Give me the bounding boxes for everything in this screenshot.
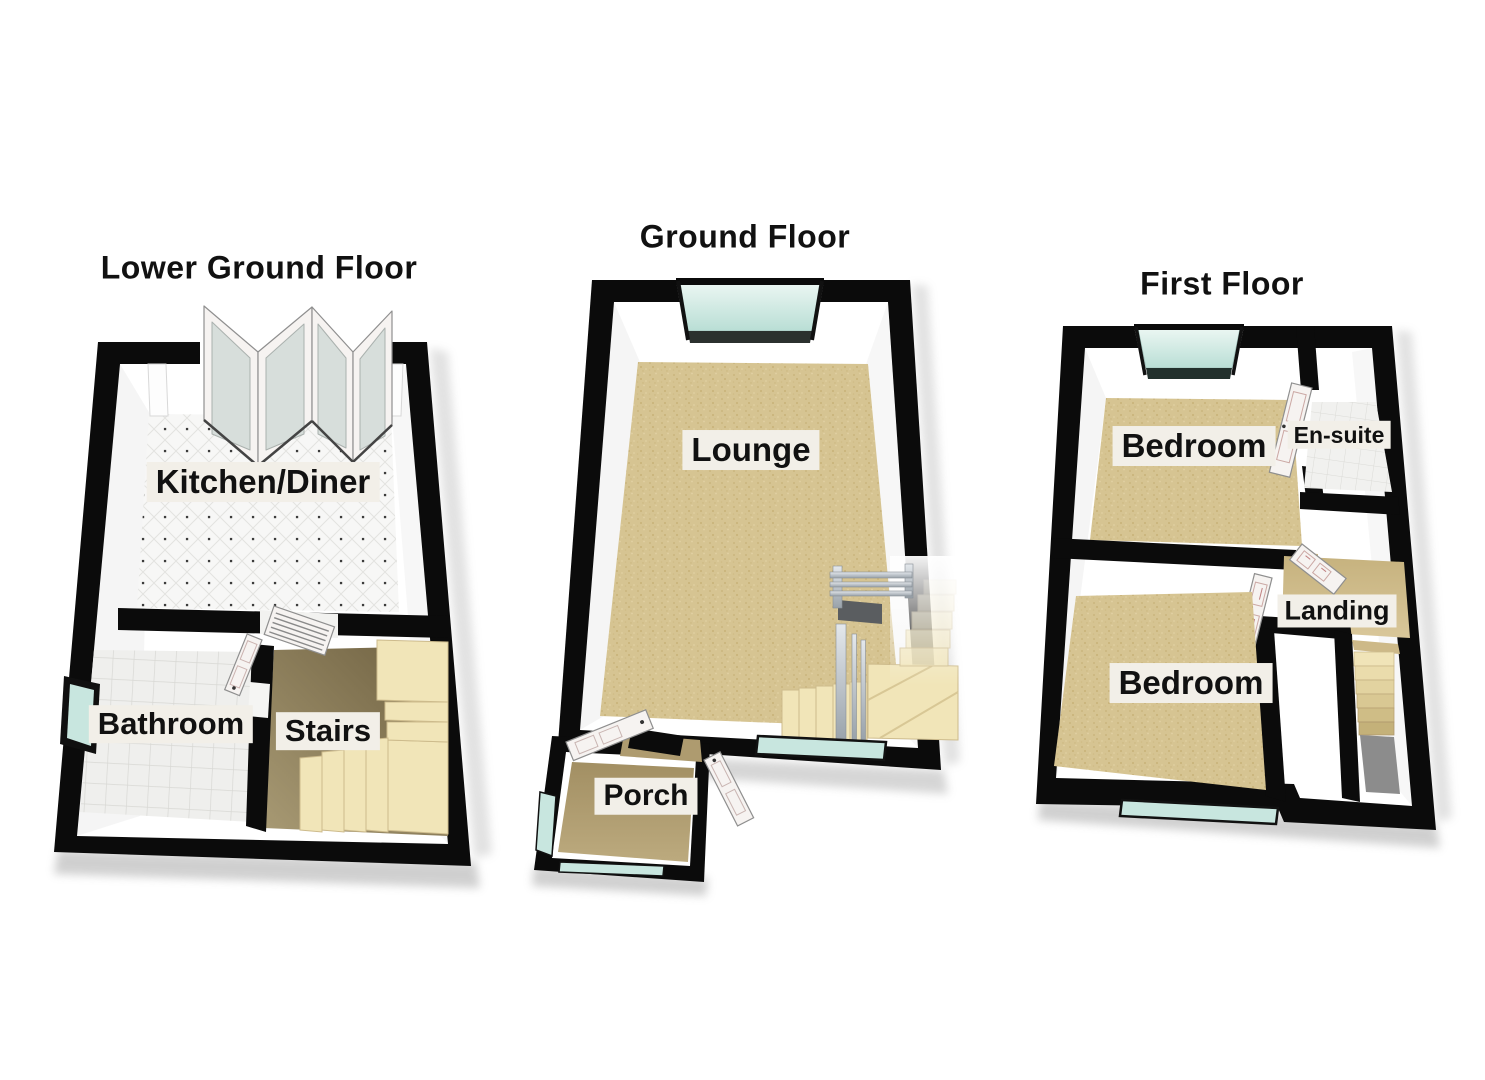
room-label-bathroom: Bathroom	[88, 705, 254, 743]
room-label-bedroom-1: Bedroom	[1112, 426, 1276, 466]
porch-windows	[535, 791, 665, 877]
lounge-staircase	[781, 556, 962, 743]
first-floor-plan	[1036, 324, 1452, 848]
ff-mid-wall	[1053, 538, 1296, 570]
lounge-floor	[600, 362, 902, 728]
stairwell-steps	[1352, 640, 1400, 794]
room-label-en-suite: En-suite	[1287, 420, 1391, 450]
floor-title-ground: Ground Floor	[639, 218, 851, 255]
lounge-rear-window	[754, 734, 888, 762]
bedroom2-window	[1118, 798, 1280, 826]
room-label-lounge: Lounge	[682, 430, 820, 470]
lgf-staircase	[299, 639, 449, 835]
floor-title-first: First Floor	[1140, 265, 1304, 302]
floor-title-lower-ground: Lower Ground Floor	[100, 249, 418, 286]
bathroom-door	[223, 633, 263, 697]
ensuite-wall	[1296, 326, 1319, 390]
lgf-stairs-door	[263, 605, 336, 656]
room-label-landing: Landing	[1277, 594, 1397, 628]
bifold-doors	[203, 305, 393, 467]
stair-railing	[829, 563, 914, 743]
stairwell-wall	[1334, 630, 1360, 802]
porch-inner-door	[703, 751, 755, 827]
room-label-stairs: Stairs	[275, 712, 381, 750]
bay-window	[676, 278, 824, 343]
front-door	[565, 709, 655, 762]
lower-ground-floor-plan	[54, 305, 492, 888]
room-label-bedroom-2: Bedroom	[1109, 663, 1273, 703]
room-label-porch: Porch	[594, 777, 698, 815]
bedroom1-window	[1134, 324, 1244, 379]
bedroom1-door	[1288, 543, 1347, 596]
ground-floor-plan	[532, 278, 962, 896]
room-label-kitchen-diner: Kitchen/Diner	[146, 462, 380, 502]
